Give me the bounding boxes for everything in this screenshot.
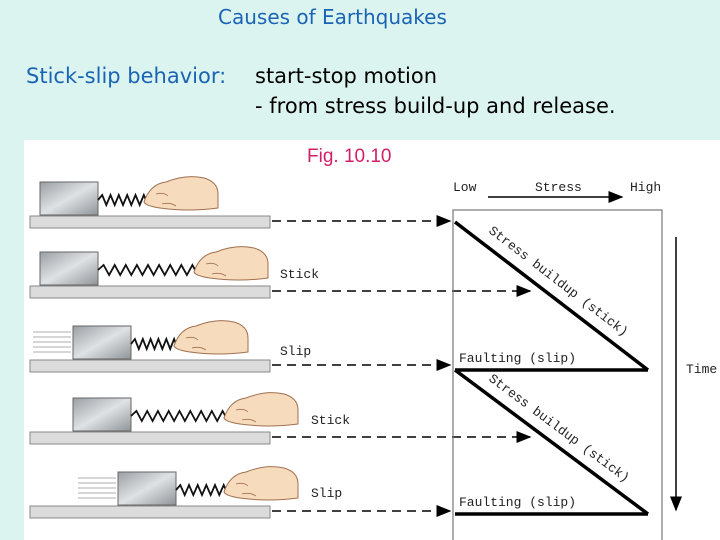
stress-time-box (452, 209, 663, 540)
block-row: Stick (29, 392, 532, 445)
spring (97, 263, 199, 277)
hand-icon (223, 392, 299, 427)
stress-low-label: Low (453, 180, 477, 195)
hand-icon (223, 466, 299, 501)
figure-caption: Fig. 10.10 (307, 146, 392, 167)
description-line-1: start-stop motion (255, 64, 438, 88)
hand-icon (193, 246, 269, 281)
topic-label: Stick-slip behavior: (26, 64, 227, 88)
row-label: Slip (311, 486, 342, 501)
spring (130, 409, 229, 423)
description-line-2: - from stress build-up and release. (255, 94, 616, 118)
faulting-label: Faulting (slip) (459, 495, 576, 510)
block-row: Slip (29, 466, 452, 519)
sliding-block (39, 181, 99, 216)
sliding-block (72, 325, 132, 360)
block-row: Stick (29, 246, 532, 299)
sliding-block (117, 471, 177, 506)
block-row (29, 176, 452, 229)
sliding-block (39, 251, 99, 286)
table-surface (29, 285, 271, 299)
row-label: Slip (280, 344, 311, 359)
block-row: Slip (29, 320, 452, 373)
sliding-block (72, 397, 132, 432)
faulting-label: Faulting (slip) (459, 351, 576, 366)
hand-icon (173, 320, 249, 355)
time-label: Time (686, 362, 717, 377)
table-surface (29, 215, 271, 229)
slide-title: Causes of Earthquakes (218, 5, 447, 29)
table-surface (29, 431, 271, 445)
table-surface (29, 359, 271, 373)
stress-buildup-line (453, 220, 650, 372)
spring (97, 192, 149, 208)
stress-buildup-label: Stress buildup (stick) (486, 371, 633, 486)
stress-high-label: High (630, 180, 661, 195)
spring (130, 336, 179, 352)
stress-buildup-label: Stress buildup (stick) (486, 223, 631, 339)
stress-buildup-line (453, 368, 650, 516)
row-label: Stick (280, 267, 319, 282)
spring (175, 482, 229, 498)
row-label: Stick (311, 413, 350, 428)
hand-icon (143, 176, 219, 211)
table-surface (29, 505, 271, 519)
stress-axis-title: Stress (535, 180, 582, 195)
